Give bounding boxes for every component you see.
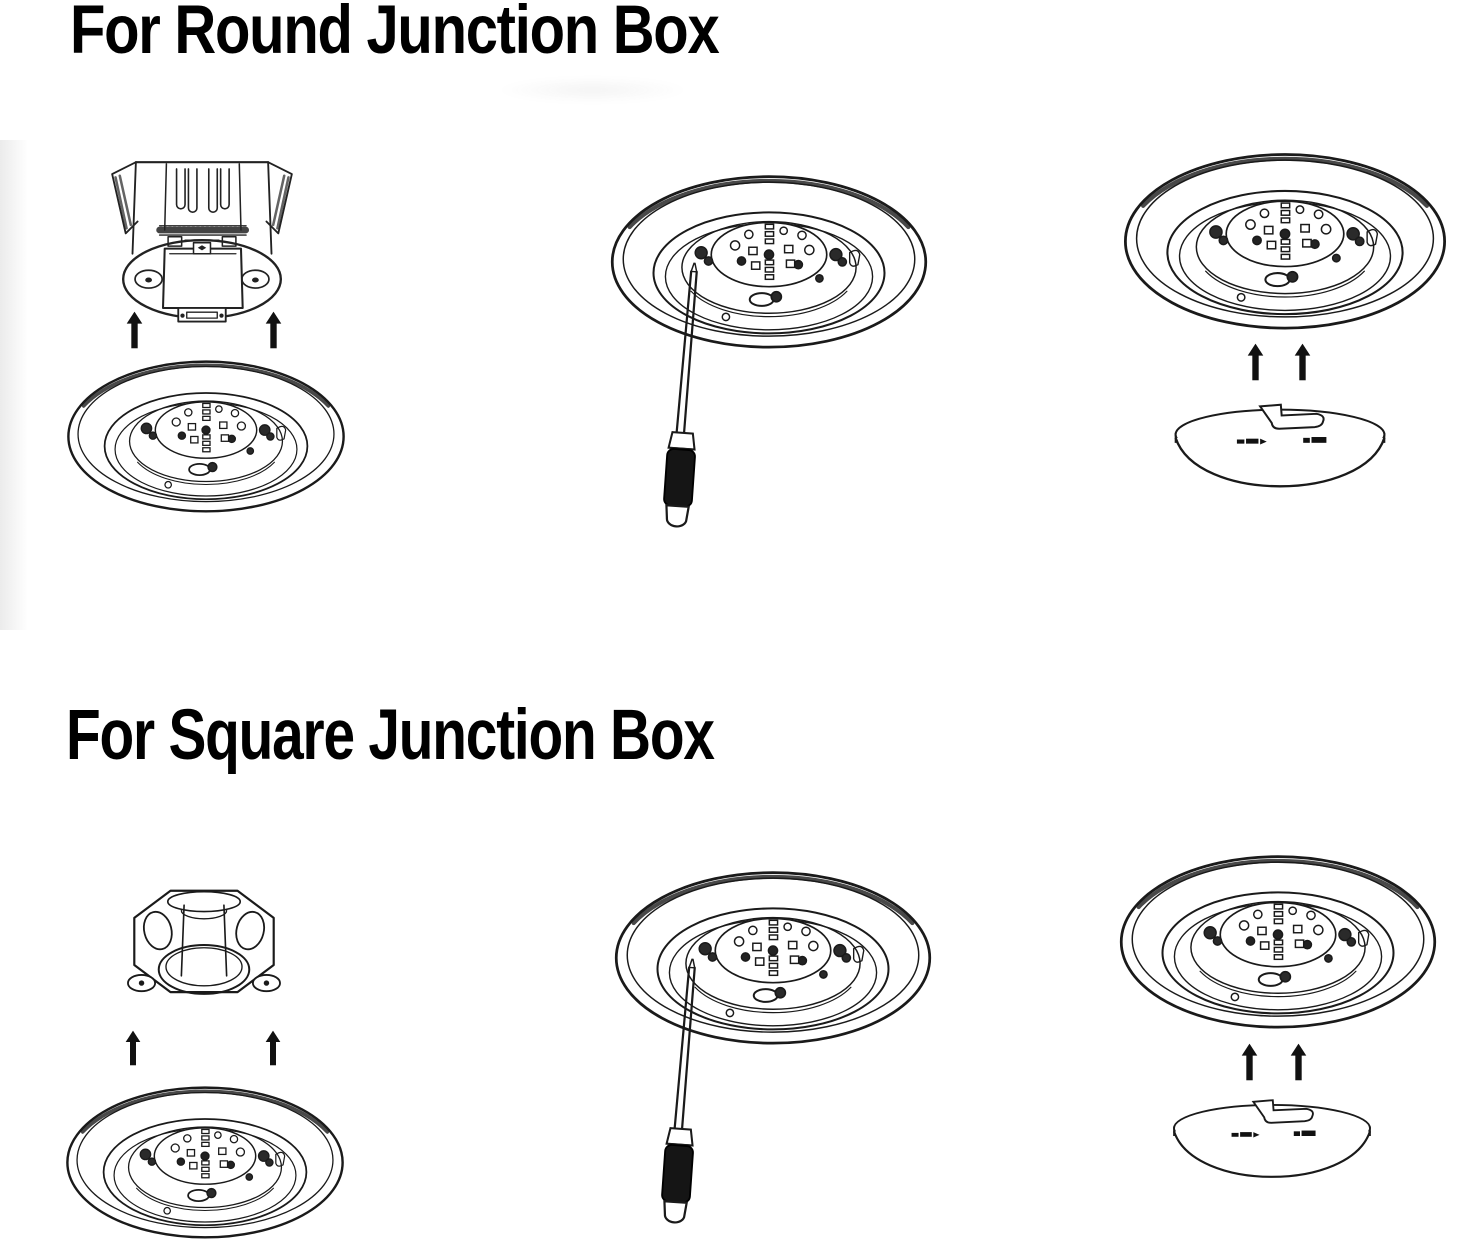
round-junction-box-drawing [100,152,304,330]
trim-fixture-drawing [61,356,351,525]
up-arrow-icon [1247,336,1264,388]
section-title-square: For Square Junction Box [66,696,715,775]
up-arrow-icon [1241,1036,1258,1088]
scan-shading [0,140,28,630]
trim-fixture-drawing [60,1082,350,1244]
cover-plate-drawing [1164,398,1396,510]
cover-plate-drawing [1163,1094,1381,1199]
up-arrow-icon [265,306,282,354]
trim-fixture-drawing [1113,850,1443,1043]
section-title-round: For Round Junction Box [70,0,720,68]
square-junction-box-drawing [118,878,290,1032]
trim-fixture-drawing [604,170,934,363]
up-arrow-icon [1294,336,1311,388]
up-arrow-icon [125,1024,141,1072]
faint-watermark [495,76,690,104]
up-arrow-icon [265,1024,281,1072]
up-arrow-icon [1290,1036,1307,1088]
up-arrow-icon [126,306,143,354]
trim-fixture-drawing [1117,148,1453,344]
trim-fixture-drawing [608,866,938,1059]
